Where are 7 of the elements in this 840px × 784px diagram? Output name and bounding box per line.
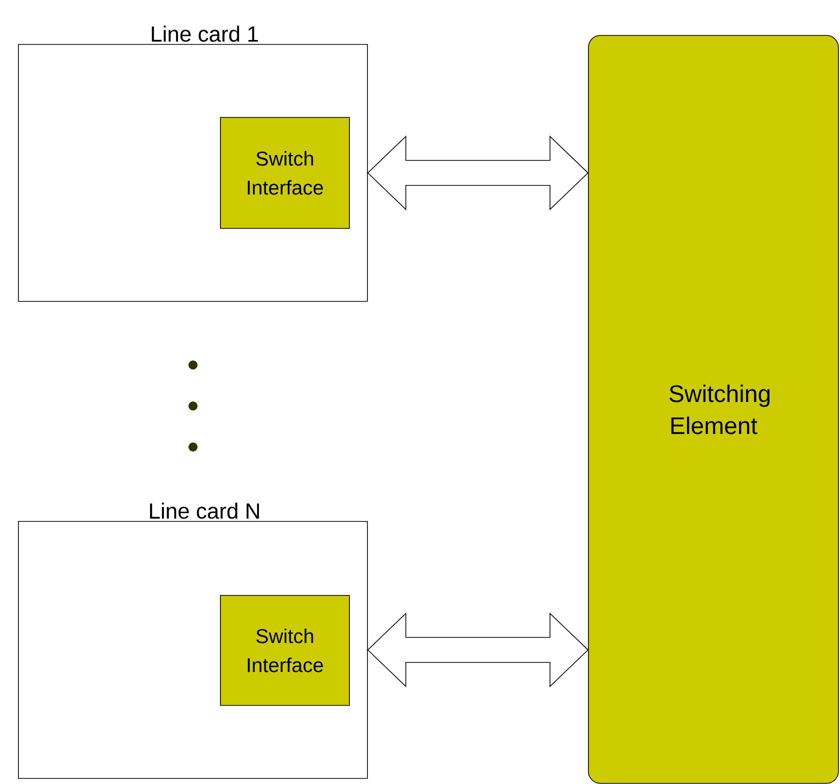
double-arrow [367, 135, 589, 210]
card-heading: Line card N [150, 502, 259, 519]
card-heading: Line card 1 [152, 26, 258, 42]
switch-interface-box: Switch Interface [220, 117, 350, 229]
switching-element-box: Switching Element [588, 35, 839, 784]
switch-interface-box: Switch Interface [220, 595, 350, 706]
double-arrow [367, 612, 589, 688]
